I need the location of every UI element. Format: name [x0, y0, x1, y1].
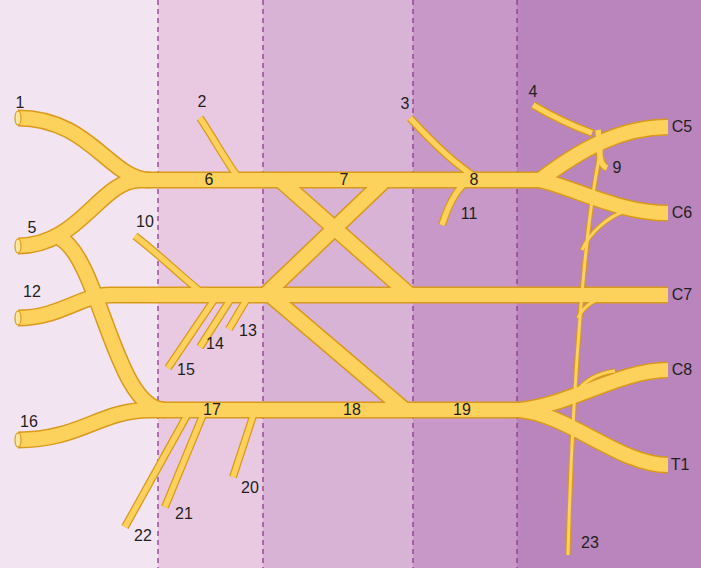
callout-number: 9 — [613, 160, 622, 176]
callout-number: 3 — [401, 96, 410, 112]
callout-number: 14 — [206, 336, 224, 352]
callout-number: 6 — [205, 172, 214, 188]
root-label: C8 — [672, 362, 692, 378]
callout-number: 5 — [28, 220, 37, 236]
callout-number: 10 — [136, 214, 154, 230]
callout-number: 1 — [16, 95, 25, 111]
callout-number: 12 — [23, 284, 41, 300]
nerve-ends — [15, 111, 21, 447]
callout-number: 21 — [175, 506, 193, 522]
callout-number: 11 — [461, 206, 478, 222]
callout-number: 15 — [177, 362, 195, 378]
callout-number: 13 — [239, 323, 257, 339]
callout-number: 17 — [203, 402, 221, 418]
callout-number: 18 — [343, 402, 361, 418]
region-dividers — [158, 0, 517, 568]
root-label: T1 — [671, 457, 690, 473]
root-label: C7 — [672, 287, 692, 303]
nerve-outline — [18, 105, 668, 555]
root-label: C6 — [672, 205, 692, 221]
nerve-fill — [18, 105, 668, 555]
root-label: C5 — [672, 119, 692, 135]
callout-number: 4 — [529, 84, 538, 100]
callout-number: 19 — [453, 402, 471, 418]
callout-number: 23 — [581, 535, 599, 551]
callout-number: 20 — [241, 480, 259, 496]
callout-number: 8 — [470, 172, 479, 188]
callout-number: 16 — [20, 414, 38, 430]
callout-number: 2 — [198, 94, 207, 110]
callout-number: 7 — [340, 172, 349, 188]
callout-number: 22 — [134, 528, 152, 544]
